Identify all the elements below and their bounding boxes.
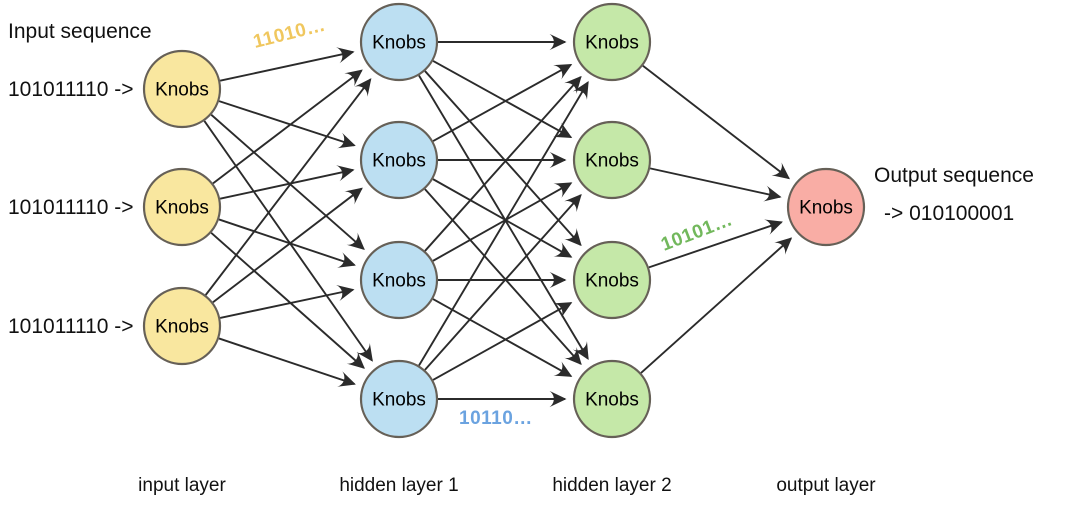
edge-input-2-to-hidden1-3 (218, 337, 356, 387)
node-label: Knobs (585, 390, 639, 411)
edge-input-0-to-hidden1-0 (219, 47, 355, 82)
edge-hidden1-1-to-hidden2-3 (424, 188, 582, 366)
node-label: Knobs (155, 80, 209, 101)
node-circle-hidden1-2 (359, 120, 439, 200)
node-hidden1-3[interactable]: Knobs (359, 240, 439, 320)
edge-hidden1-0-to-hidden2-3 (418, 75, 589, 360)
edge-hidden2-1-to-output-0 (649, 167, 782, 202)
node-hidden1-2[interactable]: Knobs (359, 120, 439, 200)
edge-input-0-to-hidden1-1 (218, 100, 356, 149)
edge-hidden1-0-to-hidden2-1 (432, 60, 573, 139)
edge-hidden1-1-to-hidden2-0 (432, 63, 573, 142)
edge-input-2-to-hidden1-1 (212, 187, 363, 304)
node-circle-hidden1-3 (359, 240, 439, 320)
node-hidden1-1[interactable]: Knobs (359, 2, 439, 82)
node-hidden2-3[interactable]: Knobs (572, 240, 652, 320)
edge-hidden1-2-to-hidden2-1 (432, 182, 573, 262)
node-label: Knobs (155, 198, 209, 219)
node-label: Knobs (585, 151, 639, 172)
layer-captions-group: input layer hidden layer 1 hidden layer 2 o… (138, 475, 876, 496)
node-label: Knobs (372, 151, 426, 172)
node-circle-hidden2-1 (572, 2, 652, 82)
side-text-group: Input sequence 101011110 -> 101011110 -> 10… (8, 20, 1034, 338)
edge-hidden2-2-to-output-0 (648, 219, 783, 269)
node-hidden2-4[interactable]: Knobs (572, 359, 652, 439)
edge-input-2-to-hidden1-2 (219, 284, 355, 319)
node-hidden2-2[interactable]: Knobs (572, 120, 652, 200)
node-circle-hidden2-3 (572, 240, 652, 320)
node-input-3[interactable]: Knobs (142, 286, 222, 366)
layer-caption-hidden2: hidden layer 2 (552, 475, 671, 496)
hidden1-to-hidden2-tag: 10110… (459, 408, 533, 429)
input-sequence-value-3: 101011110 -> (8, 315, 134, 338)
node-label: Knobs (372, 271, 426, 292)
input-sequence-value-1: 101011110 -> (8, 78, 134, 101)
node-hidden1-4[interactable]: Knobs (359, 359, 439, 439)
hidden2-to-output-tag: 10101… (658, 209, 735, 255)
nodes-group: KnobsKnobsKnobsKnobsKnobsKnobsKnobsKnobs… (142, 2, 866, 439)
edge-input-0-to-hidden1-2 (210, 114, 365, 250)
node-label: Knobs (372, 33, 426, 54)
output-sequence-value: -> 010100001 (884, 202, 1014, 225)
node-circle-hidden1-1 (359, 2, 439, 82)
edge-hidden2-0-to-output-0 (642, 65, 790, 180)
node-hidden2-1[interactable]: Knobs (572, 2, 652, 82)
node-label: Knobs (585, 271, 639, 292)
edge-hidden1-2-to-hidden2-3 (432, 298, 573, 377)
edge-input-1-to-hidden1-1 (219, 165, 355, 200)
edges-group (203, 33, 793, 408)
edge-hidden1-2-to-hidden2-0 (424, 75, 582, 252)
edge-hidden1-1-to-hidden2-2 (432, 178, 573, 258)
node-circle-hidden2-2 (572, 120, 652, 200)
edge-input-1-to-hidden1-3 (210, 232, 365, 369)
edge-hidden2-3-to-output-0 (640, 237, 793, 374)
layer-caption-input: input layer (138, 475, 226, 496)
input-to-hidden1-tag: 11010… (251, 15, 328, 53)
node-label: Knobs (155, 317, 209, 338)
node-circle-hidden1-4 (359, 359, 439, 439)
layer-caption-hidden1: hidden layer 1 (339, 475, 458, 496)
node-circle-output-1 (786, 167, 866, 247)
edge-input-1-to-hidden1-0 (212, 69, 363, 185)
layer-caption-output: output layer (776, 475, 876, 496)
edge-tags-group: 11010… 10110… 10101… (251, 15, 736, 429)
edge-hidden1-3-to-hidden2-2 (432, 302, 573, 381)
input-sequence-heading: Input sequence (8, 20, 152, 43)
edge-input-0-to-hidden1-3 (203, 120, 373, 362)
node-input-1[interactable]: Knobs (142, 49, 222, 129)
input-sequence-value-2: 101011110 -> (8, 196, 134, 219)
output-sequence-heading: Output sequence (874, 164, 1034, 187)
edge-hidden1-3-to-hidden2-1 (424, 193, 582, 371)
node-label: Knobs (372, 390, 426, 411)
node-label: Knobs (799, 198, 853, 219)
edge-input-1-to-hidden1-2 (218, 218, 356, 268)
edge-input-2-to-hidden1-0 (204, 78, 372, 296)
node-circle-input-1 (142, 49, 222, 129)
edge-hidden1-0-to-hidden2-2 (424, 70, 582, 247)
node-label: Knobs (585, 33, 639, 54)
edge-hidden1-3-to-hidden2-0 (418, 81, 589, 366)
node-circle-input-3 (142, 286, 222, 366)
node-input-2[interactable]: Knobs (142, 167, 222, 247)
node-circle-input-2 (142, 167, 222, 247)
node-circle-hidden2-4 (572, 359, 652, 439)
node-output-1[interactable]: Knobs (786, 167, 866, 247)
